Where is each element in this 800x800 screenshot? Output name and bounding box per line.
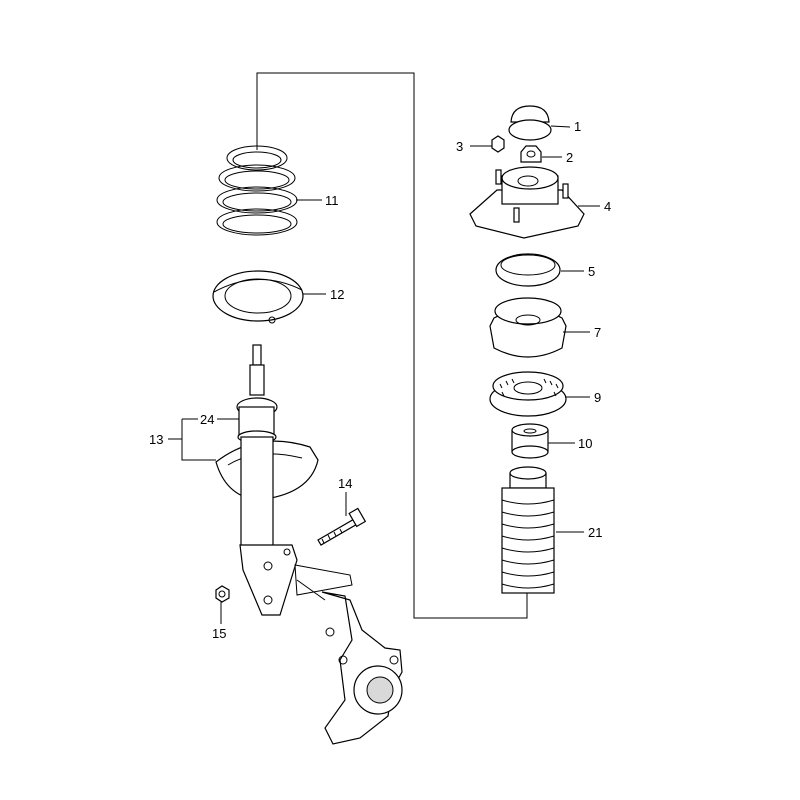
label-7: 7 — [594, 325, 601, 340]
coil-spring — [216, 145, 298, 236]
steering-knuckle — [294, 564, 403, 745]
label-13: 13 — [149, 432, 163, 447]
shock-absorber-strut — [215, 344, 319, 616]
dust-cap — [508, 105, 552, 141]
label-11: 11 — [325, 193, 339, 208]
label-21: 21 — [588, 525, 602, 540]
label-2: 2 — [566, 150, 573, 165]
label-1: 1 — [574, 119, 581, 134]
mount-nut — [491, 135, 505, 185]
lock-nut — [520, 145, 542, 163]
upper-spring-seat — [489, 297, 567, 358]
label-24: 24 — [200, 412, 214, 427]
label-4: 4 — [604, 199, 611, 214]
strut-bolt — [317, 507, 367, 546]
bump-stopper — [511, 423, 549, 459]
part-labels: 1 2 3 4 5 7 9 10 21 11 12 24 13 14 15 — [149, 119, 611, 641]
dust-boot — [501, 466, 555, 594]
label-3: 3 — [456, 139, 463, 154]
assembly-connection-line — [256, 72, 528, 619]
label-5: 5 — [588, 264, 595, 279]
label-9: 9 — [594, 390, 601, 405]
label-14: 14 — [338, 476, 352, 491]
strut-nut — [215, 585, 230, 603]
strut-bearing — [489, 371, 567, 417]
spring-insulator — [212, 270, 304, 324]
strut-mount — [469, 166, 585, 239]
leader-lines — [168, 125, 600, 624]
label-10: 10 — [578, 436, 592, 451]
label-12: 12 — [330, 287, 344, 302]
bearing-seat — [495, 253, 561, 287]
label-15: 15 — [212, 626, 226, 641]
